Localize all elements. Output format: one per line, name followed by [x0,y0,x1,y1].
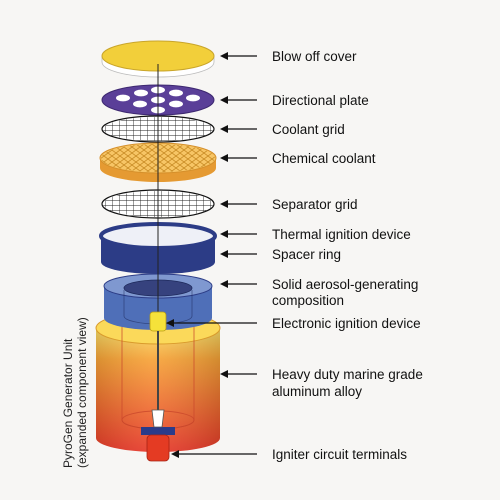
callout-arrows [171,55,257,455]
label-directional-plate: Directional plate [272,93,369,108]
label-igniter-terminals: Igniter circuit terminals [272,447,407,462]
electronic-ignition-device [149,311,167,410]
label-solid-aerosol-line1: Solid aerosol-generating [272,277,418,292]
label-separator-grid: Separator grid [272,197,358,212]
label-thermal-ignition-device: Thermal ignition device [272,227,411,242]
arrow-heads [166,52,228,458]
label-blow-off-cover: Blow off cover [272,49,357,64]
label-aluminum-alloy-line2: aluminum alloy [272,384,362,399]
side-title-line1: PyroGen Generator Unit [61,338,75,468]
side-title-line2: (expanded component view) [75,317,89,468]
label-spacer-ring: Spacer ring [272,247,341,262]
label-electronic-ignition-device: Electronic ignition device [272,316,421,331]
blow-off-cover [101,40,215,78]
igniter-terminals [141,409,175,462]
label-chemical-coolant: Chemical coolant [272,151,376,166]
label-coolant-grid: Coolant grid [272,122,345,137]
label-solid-aerosol-line2: composition [272,293,344,308]
label-aluminum-alloy-line1: Heavy duty marine grade [272,367,423,382]
side-title: PyroGen Generator Unit (expanded compone… [61,317,89,468]
